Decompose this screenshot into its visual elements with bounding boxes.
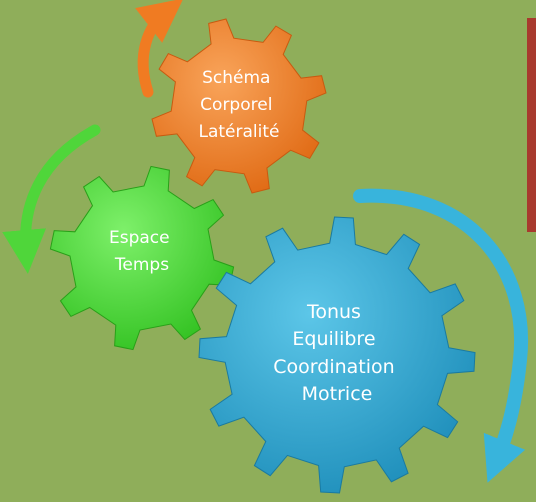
- gear-orange-line-3: Latéralité: [199, 122, 280, 142]
- gear-orange-line-1: Schéma: [202, 68, 270, 88]
- gear-orange-shape: [151, 18, 327, 194]
- gear-orange: Schéma Corporel Latéralité: [151, 18, 327, 194]
- gear-green-shape: [49, 165, 235, 351]
- gear-orange-line-2: Corporel: [200, 95, 272, 115]
- blue-arrow: [353, 188, 529, 483]
- gear-blue-line-1: Tonus: [306, 301, 361, 323]
- gear-green-line-2: Temps: [114, 255, 169, 275]
- svg-text:Espace Temps: Espace Temps: [109, 228, 175, 275]
- gear-green-line-1: Espace: [109, 228, 170, 248]
- gear-blue-shape: [198, 216, 476, 494]
- gear-blue-line-3: Coordination: [273, 356, 394, 378]
- svg-text:Schéma Corporel La: Schéma Corporel Latéralité: [199, 68, 280, 142]
- gear-green: Espace Temps: [49, 165, 235, 351]
- orange-arrow: [135, 0, 184, 98]
- gear-blue-line-2: Equilibre: [292, 328, 375, 350]
- green-arrow: [2, 124, 101, 274]
- gear-blue: Tonus Equilibre Coordination Motrice: [198, 216, 476, 494]
- edge-strip: [527, 18, 536, 232]
- svg-text:Tonus Equilibre Co: Tonus Equilibre Coordination Motrice: [273, 301, 400, 405]
- gear-blue-line-4: Motrice: [302, 383, 373, 405]
